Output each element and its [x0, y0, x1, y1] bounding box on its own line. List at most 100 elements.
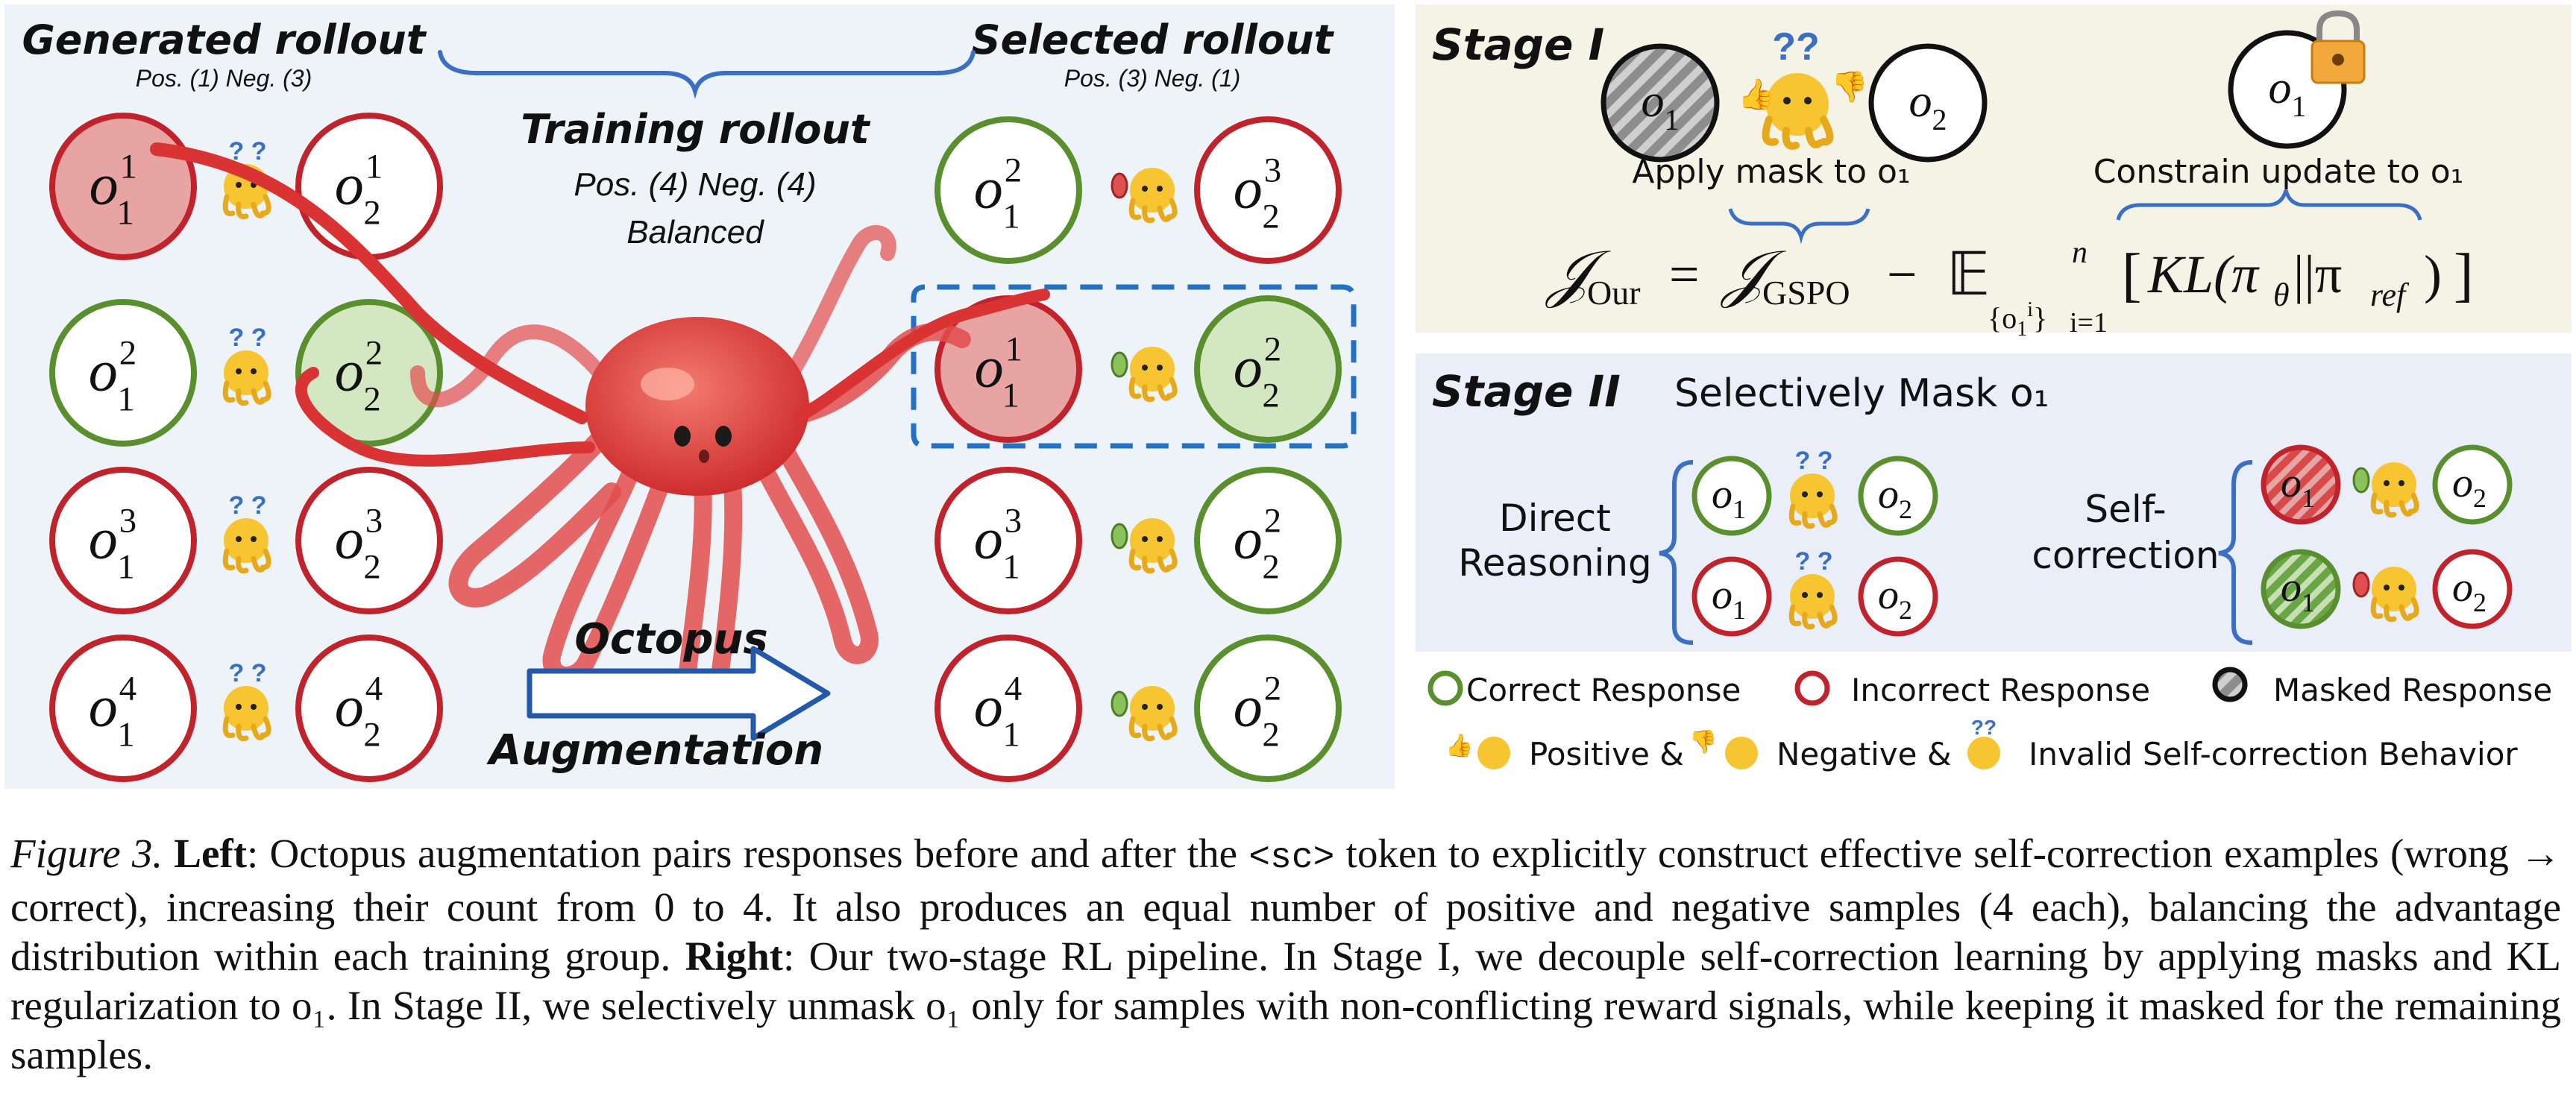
svg-text:? ?: ? ? — [1795, 447, 1833, 475]
legend-negative-icon: 👎 — [1689, 729, 1758, 769]
direct-correct-o2-circle — [1858, 456, 1938, 536]
stage1-title: Stage I — [1432, 19, 1604, 70]
training-rollout-title: Training rollout — [521, 106, 871, 153]
caption-left-text-1: : Octopus augmentation pairs responses b… — [247, 831, 1249, 876]
octopus-mascot-positive — [1110, 347, 1178, 403]
svg-text:👍: 👍 — [1738, 77, 1775, 111]
svg-text:? ?: ? ? — [229, 324, 267, 352]
octopus-mascot-confused: ? ? — [222, 324, 271, 406]
masked-o1-circle — [1600, 43, 1720, 163]
legend-invalid-label: Invalid Self-correction Behavior — [2029, 736, 2518, 772]
direct-brace — [1659, 460, 1694, 645]
stage2-title: Stage II — [1432, 366, 1621, 417]
svg-text:[: [ — [2122, 242, 2142, 308]
direct-correct-o1-circle — [1691, 456, 1772, 536]
stage1-panel-bg — [1416, 4, 2572, 333]
tentacle-top-left — [150, 142, 588, 424]
svg-text:θ: θ — [2273, 277, 2290, 313]
selected-o2-circle — [1194, 467, 1342, 614]
selected-rollout-sub: Pos. (3) Neg. (1) — [1064, 65, 1241, 92]
direct-incorrect-o2-circle — [1858, 556, 1938, 637]
self-correction-label-1: Self- — [2085, 488, 2166, 531]
octopus-mascot-positive — [2352, 462, 2419, 518]
generated-o1-circle — [49, 113, 197, 260]
selected-highlight-box — [911, 284, 1357, 449]
caption-left-text-2: token to explicitly construct effective … — [10, 831, 2562, 979]
octopus-mascot-confused: ? ? — [222, 659, 271, 742]
self-masked-o1-label: o1 — [2281, 460, 2315, 513]
caption-token: <sc> — [1248, 838, 1335, 878]
caption-left-label: Left — [174, 831, 248, 876]
self-correction-label-2: correction — [2032, 534, 2219, 577]
generated-o2-circle — [295, 299, 443, 447]
octopus-mascot-positive — [1110, 686, 1178, 742]
octopus-mascot-confused: ?? 👍 👎 — [1738, 25, 1868, 150]
self-correction-brace — [2218, 460, 2253, 645]
self-correct-o2-label: o2 — [2452, 460, 2487, 513]
generated-o2-circle — [295, 635, 443, 782]
self-incorrect-o2-circle — [2432, 549, 2513, 629]
selected-o2-circle — [1194, 295, 1342, 443]
svg-text:KL(π: KL(π — [2147, 245, 2260, 304]
selected-o1-circle — [934, 467, 1082, 614]
octopus-mascot-positive — [1110, 518, 1178, 574]
self-masked-o1-label: o1 — [2281, 564, 2315, 617]
generated-o1-circle — [49, 299, 197, 447]
svg-text:? ?: ? ? — [229, 137, 267, 166]
self-masked-o1-circle — [2261, 549, 2341, 629]
svg-text:): ) — [2424, 245, 2442, 304]
legend-invalid-icon: ?? — [1967, 716, 2000, 769]
octopus-mascot-confused: ? ? — [1788, 547, 1838, 630]
legend-incorrect-swatch — [1794, 670, 1830, 706]
figure-caption: Figure 3. Left: Octopus augmentation pai… — [10, 829, 2561, 1080]
selected-o2-circle — [1194, 116, 1342, 264]
generated-rollout-sub: Pos. (1) Neg. (3) — [136, 65, 312, 92]
tentacle-right — [792, 289, 1050, 424]
self-correct-o2-circle — [2432, 444, 2513, 525]
svg-text:??: ?? — [1772, 25, 1820, 69]
legend: Correct Response Incorrect Response Mask… — [1427, 667, 2552, 772]
self-masked-o1-circle — [2261, 444, 2341, 525]
mask-brace — [1728, 208, 1870, 245]
legend-incorrect-label: Incorrect Response — [1851, 672, 2150, 708]
svg-text:=: = — [1669, 245, 1700, 304]
o2-circle — [1868, 43, 1988, 163]
arrow-label-top: Octopus — [574, 615, 767, 664]
legend-positive-label: Positive & — [1529, 736, 1684, 772]
selected-rollout-title: Selected rollout — [972, 16, 1335, 63]
generated-rollout-title: Generated rollout — [22, 16, 427, 63]
octopus-mascot-negative — [2352, 567, 2419, 623]
lock-icon — [2310, 10, 2366, 84]
svg-text:𝔼: 𝔼 — [1947, 242, 1990, 308]
legend-correct-swatch — [1427, 670, 1463, 706]
generated-o1-circle — [49, 635, 197, 782]
svg-text:GSPO: GSPO — [1762, 274, 1850, 312]
legend-negative-label: Negative & — [1777, 736, 1952, 772]
svg-text:−: − — [1887, 245, 1917, 304]
training-rollout-sub: Pos. (4) Neg. (4) — [574, 166, 816, 203]
svg-text:? ?: ? ? — [1795, 547, 1833, 576]
direct-reasoning-label-1: Direct — [1499, 497, 1611, 540]
svg-text:ref: ref — [2370, 277, 2410, 313]
svg-text:n: n — [2072, 236, 2087, 270]
octopus-mascot-confused: ? ? — [1788, 447, 1838, 529]
direct-reasoning-label-2: Reasoning — [1458, 541, 1652, 585]
arrow-label-bottom: Augmentation — [486, 726, 823, 775]
direct-incorrect-o1-circle — [1691, 556, 1772, 637]
caption-figure-label: Figure 3. — [10, 831, 163, 876]
caption-right-label: Right — [685, 933, 783, 979]
legend-correct-label: Correct Response — [1466, 672, 1741, 708]
svg-text:i=1: i=1 — [2070, 307, 2108, 339]
augmentation-arrow — [527, 646, 831, 741]
svg-text:Our: Our — [1587, 274, 1641, 312]
legend-masked-label: Masked Response — [2273, 672, 2552, 708]
generated-o2-circle — [295, 113, 443, 260]
svg-text:👎: 👎 — [1831, 71, 1868, 104]
legend-masked-swatch — [2212, 667, 2248, 702]
generated-o2-circle — [295, 467, 443, 614]
caption-right-text: : Our two-stage RL pipeline. In Stage I,… — [10, 933, 2561, 1077]
self-incorrect-o2-label: o2 — [2452, 564, 2487, 617]
